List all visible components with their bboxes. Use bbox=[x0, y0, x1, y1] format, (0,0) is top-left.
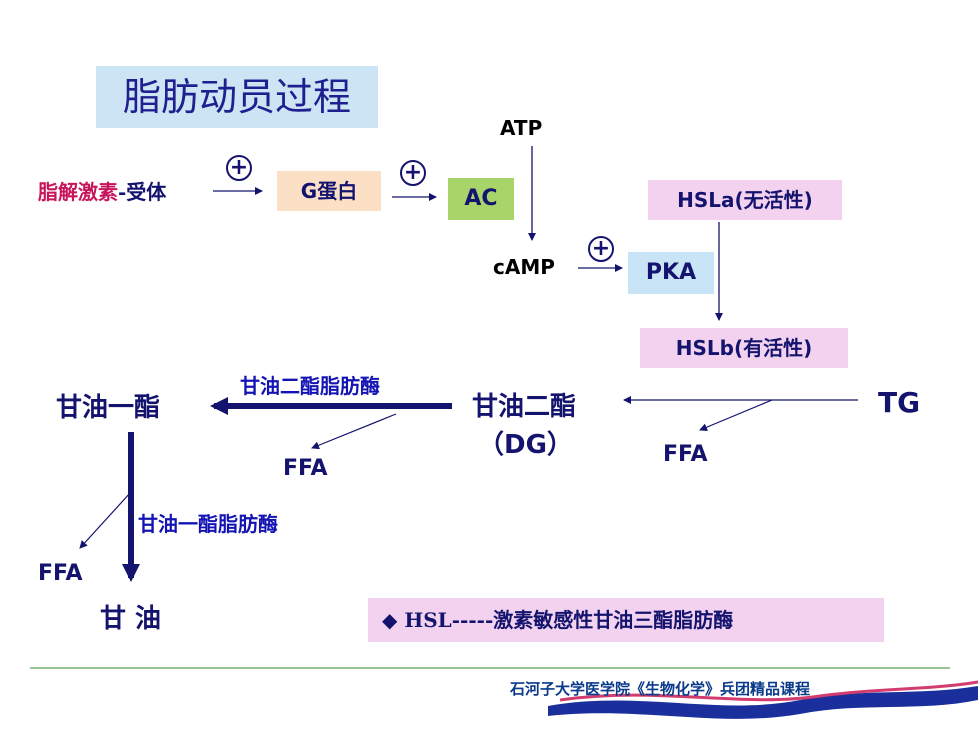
pka-box: PKA bbox=[628, 252, 714, 294]
hormone-label: 脂解激素 bbox=[38, 180, 118, 204]
dg-abbrev: （DG） bbox=[478, 430, 573, 460]
hslb-box: HSLb(有活性) bbox=[640, 328, 848, 368]
ffa-label-dg: FFA bbox=[283, 456, 328, 481]
g-protein-box: G蛋白 bbox=[277, 171, 381, 211]
plus-icon: + bbox=[588, 236, 614, 262]
mg-label: 甘油一酯 bbox=[56, 393, 161, 423]
arrow-mg-ffa bbox=[79, 491, 132, 549]
page-title: 脂肪动员过程 bbox=[96, 66, 378, 128]
hsla-box: HSLa(无活性) bbox=[648, 180, 842, 220]
dg-lipase-label: 甘油二酯脂肪酶 bbox=[240, 374, 380, 398]
hormone-receptor-label: 脂解激素-受体 bbox=[38, 176, 166, 205]
hsl-note: ◆ HSL-----激素敏感性甘油三酯脂肪酶 bbox=[368, 598, 884, 642]
plus-icon: + bbox=[226, 155, 252, 181]
footer-swoosh bbox=[548, 686, 978, 719]
mg-lipase-label: 甘油一酯脂肪酶 bbox=[138, 512, 278, 536]
footer-course-label: 石河子大学医学院《生物化学》兵团精品课程 bbox=[510, 680, 811, 698]
plus-icon: + bbox=[400, 160, 426, 186]
glycerol-label: 甘 油 bbox=[100, 604, 162, 634]
camp-label: cAMP bbox=[493, 255, 555, 279]
receptor-label: -受体 bbox=[118, 180, 167, 204]
ffa-label-tg: FFA bbox=[663, 442, 708, 467]
ffa-label-mg: FFA bbox=[38, 561, 83, 586]
arrow-dg-ffa bbox=[311, 413, 397, 450]
arrow-tg-ffa bbox=[699, 399, 773, 431]
tg-label: TG bbox=[878, 386, 921, 419]
footer-swoosh-accent bbox=[559, 680, 979, 702]
dg-label: 甘油二酯 bbox=[472, 392, 577, 422]
ac-box: AC bbox=[448, 178, 514, 220]
atp-label: ATP bbox=[500, 116, 543, 140]
